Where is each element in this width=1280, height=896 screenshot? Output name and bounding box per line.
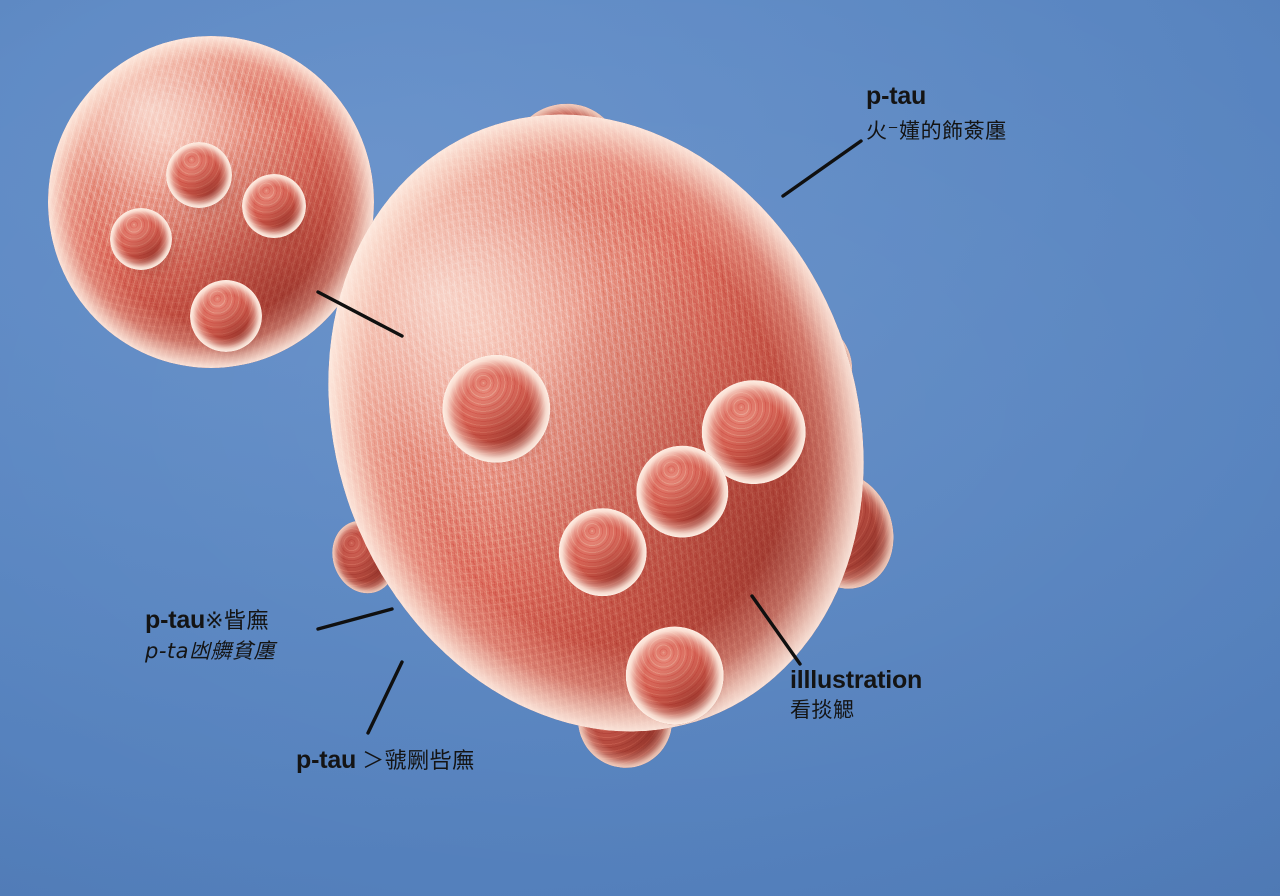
label-p-tau-top: p-tau 火⁻嬞的飾薟廛 xyxy=(866,82,1007,144)
cell-small-membrane xyxy=(48,36,374,368)
label-p-tau-top-heading: p-tau xyxy=(866,82,927,110)
label-p-tau-left-line1: p-tau※眥廡 xyxy=(145,606,275,634)
leader-line-p-tau-bottom xyxy=(366,660,404,735)
label-p-tau-left-heading-suffix: ※眥廡 xyxy=(205,609,270,634)
leader-line-p-tau-left xyxy=(316,607,394,631)
cell-small xyxy=(48,36,374,368)
label-illustration-heading: illlustration xyxy=(790,666,923,694)
label-p-tau-bottom: p-tau＞虢劂呰廡 xyxy=(296,746,475,774)
label-p-tau-bottom-caption: ＞虢劂呰廡 xyxy=(362,749,475,774)
leader-line-p-tau-top xyxy=(781,139,863,198)
label-p-tau-top-caption: 火⁻嬞的飾薟廛 xyxy=(866,119,1007,143)
leader-line-p-tau-small-cell xyxy=(316,290,404,338)
label-p-tau-left: p-tau※眥廡 p-ta凼䒉貧廛 xyxy=(145,606,275,664)
label-p-tau-bottom-line: p-tau＞虢劂呰廡 xyxy=(296,746,475,774)
cell-small-bump-top xyxy=(166,142,232,208)
label-illustration: illlustration 看掞䚡 xyxy=(790,666,922,723)
label-p-tau-left-heading: p-tau xyxy=(145,606,206,634)
label-p-tau-bottom-heading: p-tau xyxy=(296,746,357,774)
cell-small-bump-right xyxy=(242,174,306,238)
label-illustration-caption: 看掞䚡 xyxy=(790,698,855,722)
label-p-tau-left-caption: p-ta凼䒉貧廛 xyxy=(145,639,276,664)
cell-small-bump-bottom xyxy=(190,280,262,352)
cell-small-bump-left xyxy=(110,208,172,270)
leader-line-illustration xyxy=(750,594,802,666)
